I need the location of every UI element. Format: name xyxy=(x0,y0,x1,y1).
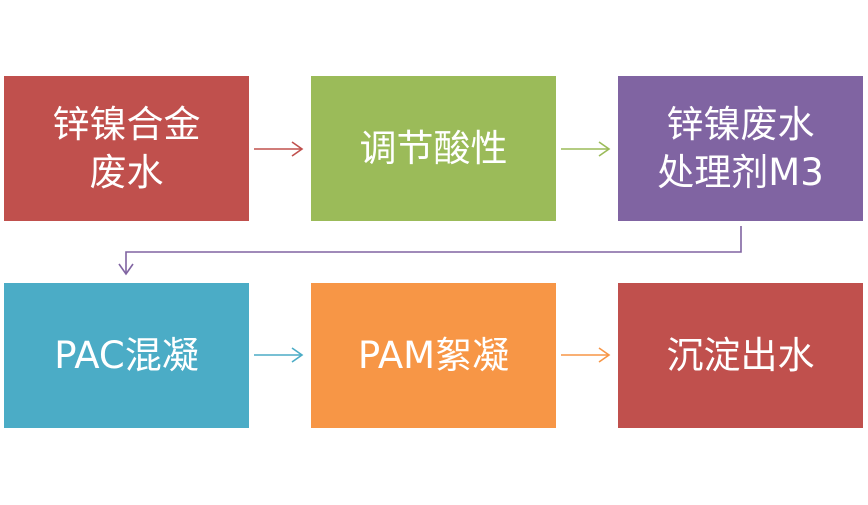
node-pac-coagulation: PAC混凝 xyxy=(4,283,249,428)
node-pam-flocculation: PAM絮凝 xyxy=(311,283,556,428)
node-label-line: 沉淀出水 xyxy=(666,333,815,377)
node-label-line: 调节酸性 xyxy=(359,126,508,170)
node-label: 调节酸性 xyxy=(360,125,508,173)
node-zinc-nickel-alloy-wastewater: 锌镍合金 废水 xyxy=(4,76,249,221)
node-label-line: 处理剂M3 xyxy=(657,150,824,194)
node-label-line: PAC混凝 xyxy=(54,333,199,377)
node-treatment-agent-m3: 锌镍废水 处理剂M3 xyxy=(618,76,863,221)
node-label: PAM絮凝 xyxy=(358,332,509,380)
node-label: 锌镍废水 处理剂M3 xyxy=(657,101,823,197)
node-label-line: 锌镍废水 xyxy=(666,102,815,146)
node-label-line: 废水 xyxy=(89,150,164,194)
arrow-n4-n5 xyxy=(254,347,304,363)
node-sedimentation-effluent: 沉淀出水 xyxy=(618,283,863,428)
node-adjust-acidity: 调节酸性 xyxy=(311,76,556,221)
node-label: PAC混凝 xyxy=(54,332,198,380)
arrow-n5-n6 xyxy=(561,347,611,363)
arrow-n2-n3 xyxy=(561,141,611,157)
node-label: 沉淀出水 xyxy=(667,332,815,380)
node-label-line: PAM絮凝 xyxy=(357,333,510,377)
node-label: 锌镍合金 废水 xyxy=(53,101,201,197)
arrow-n3-n4 xyxy=(118,226,742,276)
node-label-line: 锌镍合金 xyxy=(52,102,201,146)
arrow-n1-n2 xyxy=(254,141,304,157)
